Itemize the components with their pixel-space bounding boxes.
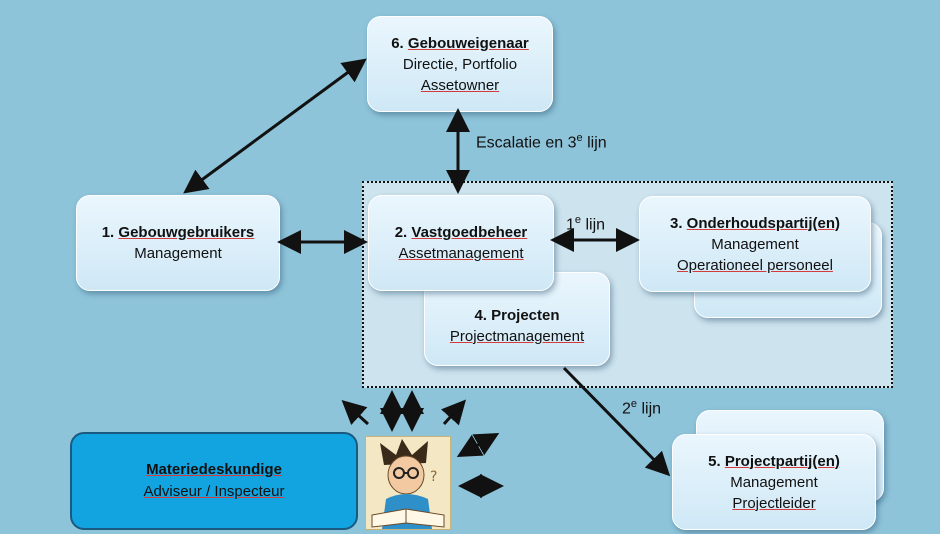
arrow-users-owner bbox=[183, 58, 367, 194]
reading-person-icon: ? bbox=[365, 436, 451, 530]
onderhoudspartij-line1: Management bbox=[711, 235, 799, 253]
onderhoudspartij-line2: Operationeel personeel bbox=[677, 256, 833, 274]
arrow-expert-4 bbox=[441, 399, 467, 426]
lijn2-label: 2e lijn bbox=[622, 398, 661, 418]
gebouwgebruikers-box[interactable]: 1. Gebouwgebruikers Management bbox=[76, 195, 280, 291]
arrow-expert-1 bbox=[341, 399, 370, 426]
escalatie-label: Escalatie en 3e lijn bbox=[476, 132, 607, 152]
projecten-title: 4. Projecten bbox=[474, 307, 560, 324]
projectpartij-title: Projectpartij(en) bbox=[724, 452, 840, 470]
gebouweigenaar-line2: Assetowner bbox=[420, 76, 500, 94]
projectpartij-line2: Projectleider bbox=[732, 494, 816, 512]
vastgoedbeheer-title: Vastgoedbeheer bbox=[411, 224, 528, 241]
lijn2-after: lijn bbox=[637, 400, 662, 418]
materiedeskundige-box[interactable]: Materiedeskundige Adviseur / Inspecteur bbox=[70, 432, 358, 530]
lijn2-text: 2 bbox=[622, 400, 631, 418]
gebouwgebruikers-title: Gebouwgebruikers bbox=[118, 224, 255, 241]
onderhoudspartij-box[interactable]: 3. Onderhoudspartij(en) Management Opera… bbox=[639, 196, 871, 292]
escalatie-sup: e bbox=[576, 132, 583, 144]
projectpartij-number: 5. bbox=[708, 452, 725, 470]
onderhoudspartij-number: 3. bbox=[669, 214, 687, 232]
gebouwgebruikers-line1: Management bbox=[134, 245, 222, 262]
arrow-projecten-projectpartij bbox=[562, 366, 671, 477]
gebouweigenaar-line1: Directie, Portfolio bbox=[402, 55, 518, 73]
projectpartij-line1: Management bbox=[730, 473, 818, 491]
projecten-line1: Projectmanagement bbox=[449, 328, 585, 345]
gebouweigenaar-title: Gebouweigenaar bbox=[407, 34, 529, 52]
escalatie-text: Escalatie en 3 bbox=[476, 134, 577, 152]
vastgoedbeheer-line1: Assetmanagement bbox=[398, 245, 524, 262]
gebouweigenaar-box[interactable]: 6. Gebouweigenaar Directie, Portfolio As… bbox=[367, 16, 553, 112]
lijn1-text: 1 bbox=[566, 216, 575, 234]
gebouweigenaar-number: 6. bbox=[391, 34, 408, 52]
materiedeskundige-title: Materiedeskundige bbox=[146, 461, 282, 478]
onderhoudspartij-title: Onderhoudspartij(en) bbox=[686, 214, 841, 232]
materiedeskundige-line1: Adviseur / Inspecteur bbox=[143, 483, 285, 500]
arrow-expert-5 bbox=[456, 433, 500, 457]
projectpartij-box[interactable]: 5. Projectpartij(en) Management Projectl… bbox=[672, 434, 876, 530]
lijn2-sup: e bbox=[630, 398, 638, 410]
vastgoedbeheer-number: 2. bbox=[394, 224, 412, 241]
gebouwgebruikers-number: 1. bbox=[101, 224, 119, 241]
lijn1-sup: e bbox=[574, 214, 582, 226]
escalatie-after: lijn bbox=[582, 134, 607, 152]
svg-text:?: ? bbox=[430, 469, 437, 485]
vastgoedbeheer-box[interactable]: 2. Vastgoedbeheer Assetmanagement bbox=[368, 195, 554, 291]
